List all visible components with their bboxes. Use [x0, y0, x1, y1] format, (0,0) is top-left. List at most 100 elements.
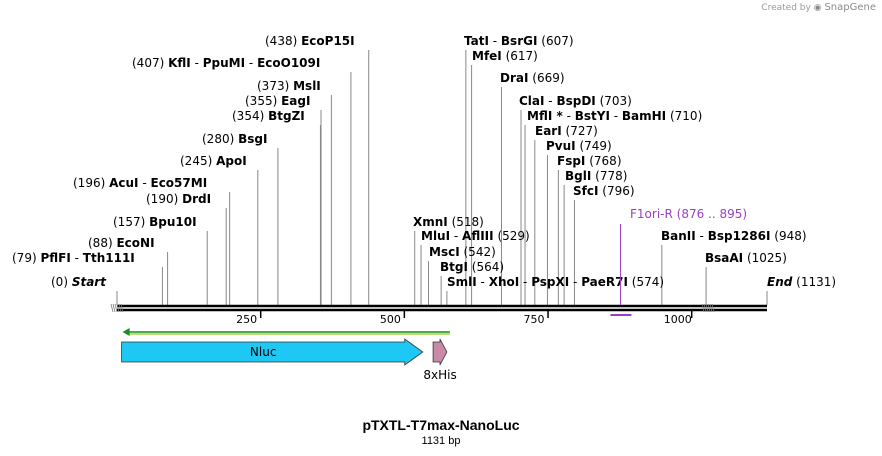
enzyme-lines — [116, 50, 768, 305]
enzyme-name: BamHI — [622, 109, 666, 123]
primer-label: F1ori-R (876 .. 895) — [630, 207, 747, 221]
enzyme-position: (749) — [579, 139, 611, 153]
enzyme-position: (703) — [600, 94, 632, 108]
enzyme-separator: - — [139, 176, 151, 190]
snapgene-credit: Created by ◉ SnapGene — [761, 2, 876, 13]
enzyme-label-mfli-bstyi-bamhi: MflI * - BstYI - BamHI (710) — [527, 109, 702, 123]
enzyme-name: FspI — [557, 154, 585, 168]
enzyme-label-xmni: XmnI (518) — [413, 215, 484, 229]
feature-arrow-nluc — [121, 338, 424, 366]
enzyme-name: MfeI — [472, 49, 502, 63]
enzyme-name: MslI — [293, 79, 321, 93]
enzyme-name: Tth111I — [83, 251, 135, 265]
enzyme-position: (157) — [113, 215, 145, 229]
enzyme-label-bgli: BglI (778) — [565, 169, 627, 183]
feature-arrow-8xhis — [432, 338, 448, 366]
enzyme-name: SfcI — [573, 184, 598, 198]
enzyme-name: XmnI — [413, 215, 448, 229]
backbone-fill — [117, 305, 767, 311]
enzyme-position: (529) — [497, 229, 529, 243]
enzyme-name: MscI — [429, 245, 460, 259]
enzyme-name: BstYI — [575, 109, 610, 123]
enzyme-label-banii-bsp1286i: BanII - Bsp1286I (948) — [661, 229, 807, 243]
enzyme-label-btgzi: (354) BtgZI — [232, 109, 305, 123]
hatch-stroke — [116, 303, 120, 313]
enzyme-separator: - — [477, 275, 489, 289]
enzyme-name: End — [767, 275, 793, 289]
enzyme-position: (88) — [88, 236, 113, 250]
enzyme-name: Bsp1286I — [708, 229, 771, 243]
primer-name: F1ori-R — [630, 207, 673, 221]
enzyme-position: (768) — [589, 154, 621, 168]
right-end-cap — [701, 303, 715, 313]
primer-range: (876 .. 895) — [677, 207, 747, 221]
hatch-stroke — [701, 303, 705, 313]
enzyme-label-bsgi: (280) BsgI — [202, 132, 267, 146]
enzyme-name: BtgZI — [268, 109, 305, 123]
enzyme-name: AcuI — [109, 176, 138, 190]
feature-label-8xhis: 8xHis — [423, 368, 456, 382]
enzyme-name: Eco57MI — [151, 176, 208, 190]
enzyme-label-drdi: (190) DrdI — [146, 192, 211, 206]
enzyme-separator: - — [544, 94, 556, 108]
enzyme-separator: - — [450, 229, 462, 243]
enzyme-name: SmlI — [447, 275, 477, 289]
enzyme-label-end: End (1131) — [767, 275, 836, 289]
enzyme-position: (564) — [472, 260, 504, 274]
enzyme-name: BsrGI — [501, 34, 538, 48]
ruler-label-750: 750 — [524, 313, 545, 326]
enzyme-position: (0) — [51, 275, 68, 289]
hatch-stroke — [703, 303, 707, 313]
primer-annotation: F1ori-R (876 .. 895) — [610, 207, 747, 316]
enzyme-name: DraI — [500, 71, 528, 85]
enzyme-name: Bpu10I — [149, 215, 196, 229]
enzyme-label-clai-bspdi: ClaI - BspDI (703) — [519, 94, 632, 108]
hatch-stroke — [711, 303, 715, 313]
hatch-stroke — [110, 303, 114, 313]
enzyme-name: AflIII — [462, 229, 494, 243]
hatch-stroke — [709, 303, 713, 313]
sequence-backbone — [110, 303, 767, 313]
enzyme-separator: - — [696, 229, 708, 243]
enzyme-label-apoi: (245) ApoI — [180, 154, 247, 168]
enzyme-label-eari: EarI (727) — [535, 124, 598, 138]
enzyme-name: BspDI — [556, 94, 595, 108]
orf-arrowhead-icon — [122, 328, 130, 336]
plasmid-size: 1131 bp — [422, 435, 461, 447]
enzyme-name: PspXI — [531, 275, 569, 289]
enzyme-position: (280) — [202, 132, 234, 146]
enzyme-name: ApoI — [216, 154, 247, 168]
enzyme-position: (79) — [12, 251, 37, 265]
enzyme-label-kfli-ppumi-ecoo109i: (407) KflI - PpuMI - EcoO109I — [132, 56, 320, 70]
enzyme-position: (710) — [670, 109, 702, 123]
enzyme-label-econi: (88) EcoNI — [88, 236, 155, 250]
enzyme-position: (373) — [257, 79, 289, 93]
enzyme-position: (407) — [132, 56, 164, 70]
credit-brand: SnapGene — [824, 2, 876, 13]
enzyme-label-smli-xhoi-pspxi-paer7i: SmlI - XhoI - PspXI - PaeR7I (574) — [447, 275, 664, 289]
enzyme-position: (574) — [632, 275, 664, 289]
enzyme-position: (354) — [232, 109, 264, 123]
enzyme-position: (948) — [774, 229, 806, 243]
enzyme-separator: - — [191, 56, 203, 70]
enzyme-separator: - — [245, 56, 257, 70]
ruler-label-500: 500 — [380, 313, 401, 326]
enzyme-position: (778) — [595, 169, 627, 183]
enzyme-position: (796) — [602, 184, 634, 198]
enzyme-labels: (0) Start(79) PflFI - Tth111I(88) EcoNI(… — [12, 34, 836, 289]
left-end-cap — [110, 303, 124, 313]
enzyme-label-sfci: SfcI (796) — [573, 184, 635, 198]
enzyme-name: BglI — [565, 169, 591, 183]
enzyme-label-tati-bsrgi: TatI - BsrGI (607) — [464, 34, 574, 48]
enzyme-label-ecop15i: (438) EcoP15I — [265, 34, 355, 48]
enzyme-name: DrdI — [182, 192, 211, 206]
enzyme-position: (245) — [180, 154, 212, 168]
plasmid-name: pTXTL-T7max-NanoLuc — [362, 417, 519, 433]
hatch-stroke — [707, 303, 711, 313]
enzyme-label-fspi: FspI (768) — [557, 154, 622, 168]
enzyme-position: (190) — [146, 192, 178, 206]
hatch-stroke — [120, 303, 124, 313]
